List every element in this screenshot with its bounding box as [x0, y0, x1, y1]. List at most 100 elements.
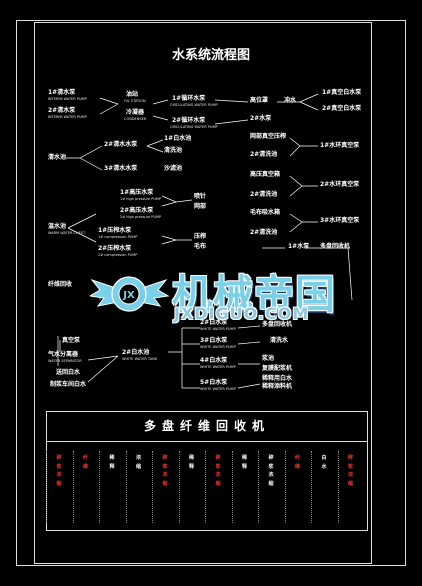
node-white-pump-4-sub: WHITE WATER PUMP [200, 365, 236, 369]
node-white-pool-2: 2#白水池 [122, 349, 150, 356]
node-stock-pool: 浆池 [262, 355, 275, 362]
node-flush: 冲水 [284, 97, 297, 104]
node-white-pool-2-sub: WHITE WATER TANK [122, 357, 158, 361]
node-wash-pool-2c: 2#清洗池 [250, 229, 278, 236]
legend-column-label: 纤维 [294, 455, 300, 470]
node-wash-water: 清洗水 [270, 337, 289, 344]
legend-column-divider [284, 451, 286, 523]
node-warm-pool: 温水池 [48, 223, 67, 230]
node-press-pump-1: 1#压榨水泵 [98, 227, 132, 234]
node-interim-pump-2: 2#清水泵 [48, 107, 76, 114]
node-clear-pool: 清水池 [48, 154, 67, 161]
node-fiber-recovery: 纤维回收 [48, 281, 73, 288]
legend-column-label: 碎浆浓缩 [162, 455, 168, 487]
node-condenser: 冷凝器 [126, 109, 145, 116]
legend-column-divider [152, 451, 153, 523]
node-hp-pump-2-sub: 2# high pressure PUMP [120, 215, 162, 219]
node-pump-2: 2#水泵 [250, 115, 272, 122]
node-felt-suction: 毛布吸水箱 [250, 209, 281, 216]
node-high-tank: 高位罩 [250, 97, 269, 104]
legend-box-title: 多盘纤维回收机 [143, 419, 270, 433]
node-ring-vac-1: 1#水环真空泵 [320, 142, 360, 149]
node-white-pump-5-sub: WHITE WATER PUMP [200, 387, 236, 391]
node-oil-station: 油站 [126, 91, 139, 98]
node-clear-pump-2: 2#清水水泵 [104, 141, 138, 148]
legend-column-divider [231, 451, 233, 523]
node-white-pump-3-sub: WHITE WATER PUMP [200, 345, 236, 349]
legend-column-divider [205, 451, 206, 523]
node-pulping-white: 制浆车间白水 [50, 381, 87, 388]
node-circ-pump-1-sub: CIRCULATING WATER PUMP [170, 103, 218, 107]
legend-box-divider [46, 441, 368, 442]
node-interim-pump-1: 1#清水泵 [48, 89, 76, 96]
node-press-pump-1-sub: 1# compression PUMP [98, 235, 138, 239]
node-white-pump-2: 2#白水泵 [200, 319, 228, 326]
node-dilution-white: 稀释用白水 [262, 375, 293, 382]
node-hp-pump-2: 2#高压水泵 [120, 207, 154, 214]
legend-column-label: 碎浆浓缩 [268, 455, 274, 487]
watermark-emblem: JX [90, 276, 170, 312]
node-separator: 气水分离器 [48, 351, 79, 358]
node-wire-vacuum: 网部真空压榨 [250, 133, 287, 140]
node-vac-white-2: 2#真空白水泵 [322, 105, 362, 112]
legend-column-label: 碎浆浓缩 [56, 455, 62, 487]
node-interim-pump-2-sub: INTERIM WATER PUMP [48, 115, 87, 119]
legend-column-divider [125, 451, 127, 523]
watermark-text-cn: 机械帝国 [172, 272, 336, 318]
node-white-pump-5: 5#白水泵 [200, 379, 228, 386]
node-white-pump-2-sub: WHITE WATER PUMP [200, 327, 236, 331]
node-laminate-mixer: 复膜配浆机 [262, 365, 293, 372]
node-return-white: 送回白水 [56, 369, 81, 376]
node-separator-sub: WATER SEPARATOR [48, 359, 82, 363]
node-ring-vac-2: 2#水环真空泵 [320, 181, 360, 188]
legend-column-divider [311, 451, 312, 523]
node-white-pump-4: 4#白水泵 [200, 357, 228, 364]
legend-column-label: 白水 [321, 455, 327, 470]
inner-frame [34, 22, 372, 564]
legend-column-divider [72, 451, 74, 523]
legend-column-label: 碎浆浓缩 [347, 455, 353, 487]
node-clear-pump-3: 3#清水水泵 [104, 165, 138, 172]
legend-column-divider [178, 451, 180, 523]
node-wash-pool: 清洗池 [164, 147, 183, 154]
legend-column-label: 碎浆浓缩 [215, 455, 221, 487]
node-circ-pump-2: 2#循环水泵 [172, 117, 206, 124]
node-press: 压榨 [194, 233, 207, 240]
node-warm-pool-sub: WARM WATER CHEST [48, 231, 86, 235]
legend-column-divider [99, 451, 100, 523]
legend-column-label: 稀释 [241, 455, 247, 470]
node-hp-pump-1-sub: 1# high pressure PUMP [120, 197, 162, 201]
node-circ-pump-1: 1#循环水泵 [172, 95, 206, 102]
node-condenser-sub: CONDENSER [124, 117, 147, 121]
node-dilution-feeder: 稀释添料机 [262, 383, 293, 390]
node-interim-pump-1-sub: INTERIM WATER PUMP [48, 97, 87, 101]
legend-column-divider [337, 451, 339, 523]
legend-column-label: 浓缩 [135, 455, 141, 470]
legend-column-label: 稀释 [188, 455, 194, 470]
legend-column-divider [258, 451, 259, 523]
node-hp-vacuum-box: 高压真空箱 [250, 171, 281, 178]
diagram-title: 水系统流程图 [171, 48, 250, 63]
node-press-pump-2-sub: 2# compression PUMP [98, 253, 138, 257]
node-wire: 网部 [194, 203, 207, 210]
node-sand-filter: 沙滤池 [164, 165, 183, 172]
outer-frame [16, 20, 406, 566]
node-pump-1: 1#水泵 [288, 243, 310, 250]
node-white-pump-3: 3#白水泵 [200, 337, 228, 344]
node-white-pool-1: 1#白水池 [164, 135, 192, 142]
legend-column-label: 稀释 [109, 455, 115, 470]
node-ring-vac-3: 3#水环真空泵 [320, 217, 360, 224]
node-vacuum-pump: 真空泵 [62, 337, 81, 344]
node-multidisc-1: 多盘回收机 [320, 243, 351, 250]
legend-column-divider [46, 451, 47, 523]
node-circ-pump-2-sub: CIRCULATING WATER PUMP [170, 125, 218, 129]
node-press-pump-2: 2#压榨水泵 [98, 245, 132, 252]
node-oil-station-sub: OIL STATION [124, 99, 146, 103]
legend-column-label: 纤维 [82, 455, 88, 470]
node-wash-pool-2a: 2#清洗池 [250, 151, 278, 158]
node-hp-pump-1: 1#高压水泵 [120, 189, 154, 196]
node-spray: 喷针 [194, 193, 207, 200]
svg-text:JX: JX [122, 290, 135, 301]
node-felt: 毛布 [194, 243, 207, 250]
watermark-text-en: JXDIGUO.COM [174, 304, 310, 323]
